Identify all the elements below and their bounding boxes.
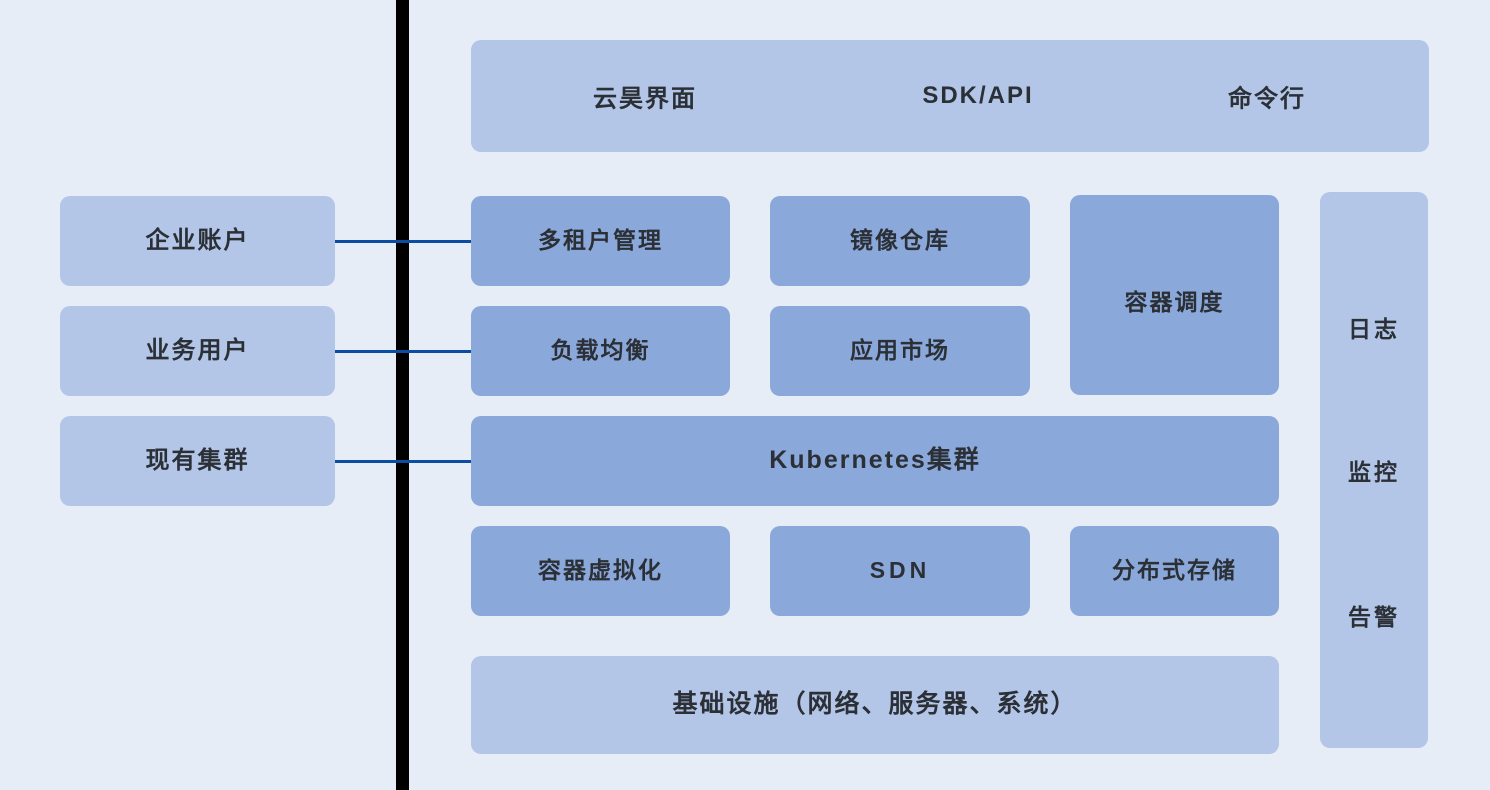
actor-existing-cluster-label: 现有集群 xyxy=(145,446,250,474)
infrastructure-layer-label: 基础设施（网络、服务器、系统） xyxy=(672,690,1078,719)
access-layer-bar: 云昊界面 SDK/API 命令行 xyxy=(471,40,1429,152)
service-load-balancer[interactable]: 负载均衡 xyxy=(471,306,730,396)
ops-item-logs[interactable]: 日志 xyxy=(1348,316,1400,342)
boundary-divider xyxy=(396,0,409,790)
connector-existing-cluster xyxy=(335,460,473,463)
service-container-scheduler-label: 容器调度 xyxy=(1124,289,1225,315)
connector-business-user xyxy=(335,350,473,353)
access-item-console[interactable]: 云昊界面 xyxy=(593,85,697,113)
actor-business-user-label: 业务用户 xyxy=(145,336,250,364)
access-item-cli[interactable]: 命令行 xyxy=(1228,85,1306,113)
resource-distributed-storage[interactable]: 分布式存储 xyxy=(1070,526,1279,616)
orchestration-kubernetes-cluster[interactable]: Kubernetes集群 xyxy=(471,416,1279,506)
actor-enterprise-account-label: 企业账户 xyxy=(145,226,250,254)
orchestration-kubernetes-cluster-label: Kubernetes集群 xyxy=(769,446,981,475)
service-image-registry[interactable]: 镜像仓库 xyxy=(770,196,1030,286)
actor-enterprise-account[interactable]: 企业账户 xyxy=(60,196,335,286)
service-app-marketplace-label: 应用市场 xyxy=(850,337,950,364)
service-container-scheduler[interactable]: 容器调度 xyxy=(1070,195,1279,395)
actor-business-user[interactable]: 业务用户 xyxy=(60,306,335,396)
ops-item-alerting[interactable]: 告警 xyxy=(1348,604,1400,630)
service-multi-tenant-management-label: 多租户管理 xyxy=(538,227,663,254)
access-item-sdk-api[interactable]: SDK/API xyxy=(922,82,1034,109)
resource-container-virtualization-label: 容器虚拟化 xyxy=(538,557,663,584)
service-load-balancer-label: 负载均衡 xyxy=(550,337,651,364)
connector-enterprise-account xyxy=(335,240,473,243)
operations-column: 日志 监控 告警 xyxy=(1320,192,1428,748)
service-app-marketplace[interactable]: 应用市场 xyxy=(770,306,1030,396)
ops-item-monitoring[interactable]: 监控 xyxy=(1348,459,1400,485)
resource-distributed-storage-label: 分布式存储 xyxy=(1112,557,1237,584)
resource-sdn[interactable]: SDN xyxy=(770,526,1030,616)
infrastructure-layer[interactable]: 基础设施（网络、服务器、系统） xyxy=(471,656,1279,754)
actor-existing-cluster[interactable]: 现有集群 xyxy=(60,416,335,506)
service-image-registry-label: 镜像仓库 xyxy=(850,227,950,254)
service-multi-tenant-management[interactable]: 多租户管理 xyxy=(471,196,730,286)
resource-sdn-label: SDN xyxy=(869,557,931,584)
resource-container-virtualization[interactable]: 容器虚拟化 xyxy=(471,526,730,616)
